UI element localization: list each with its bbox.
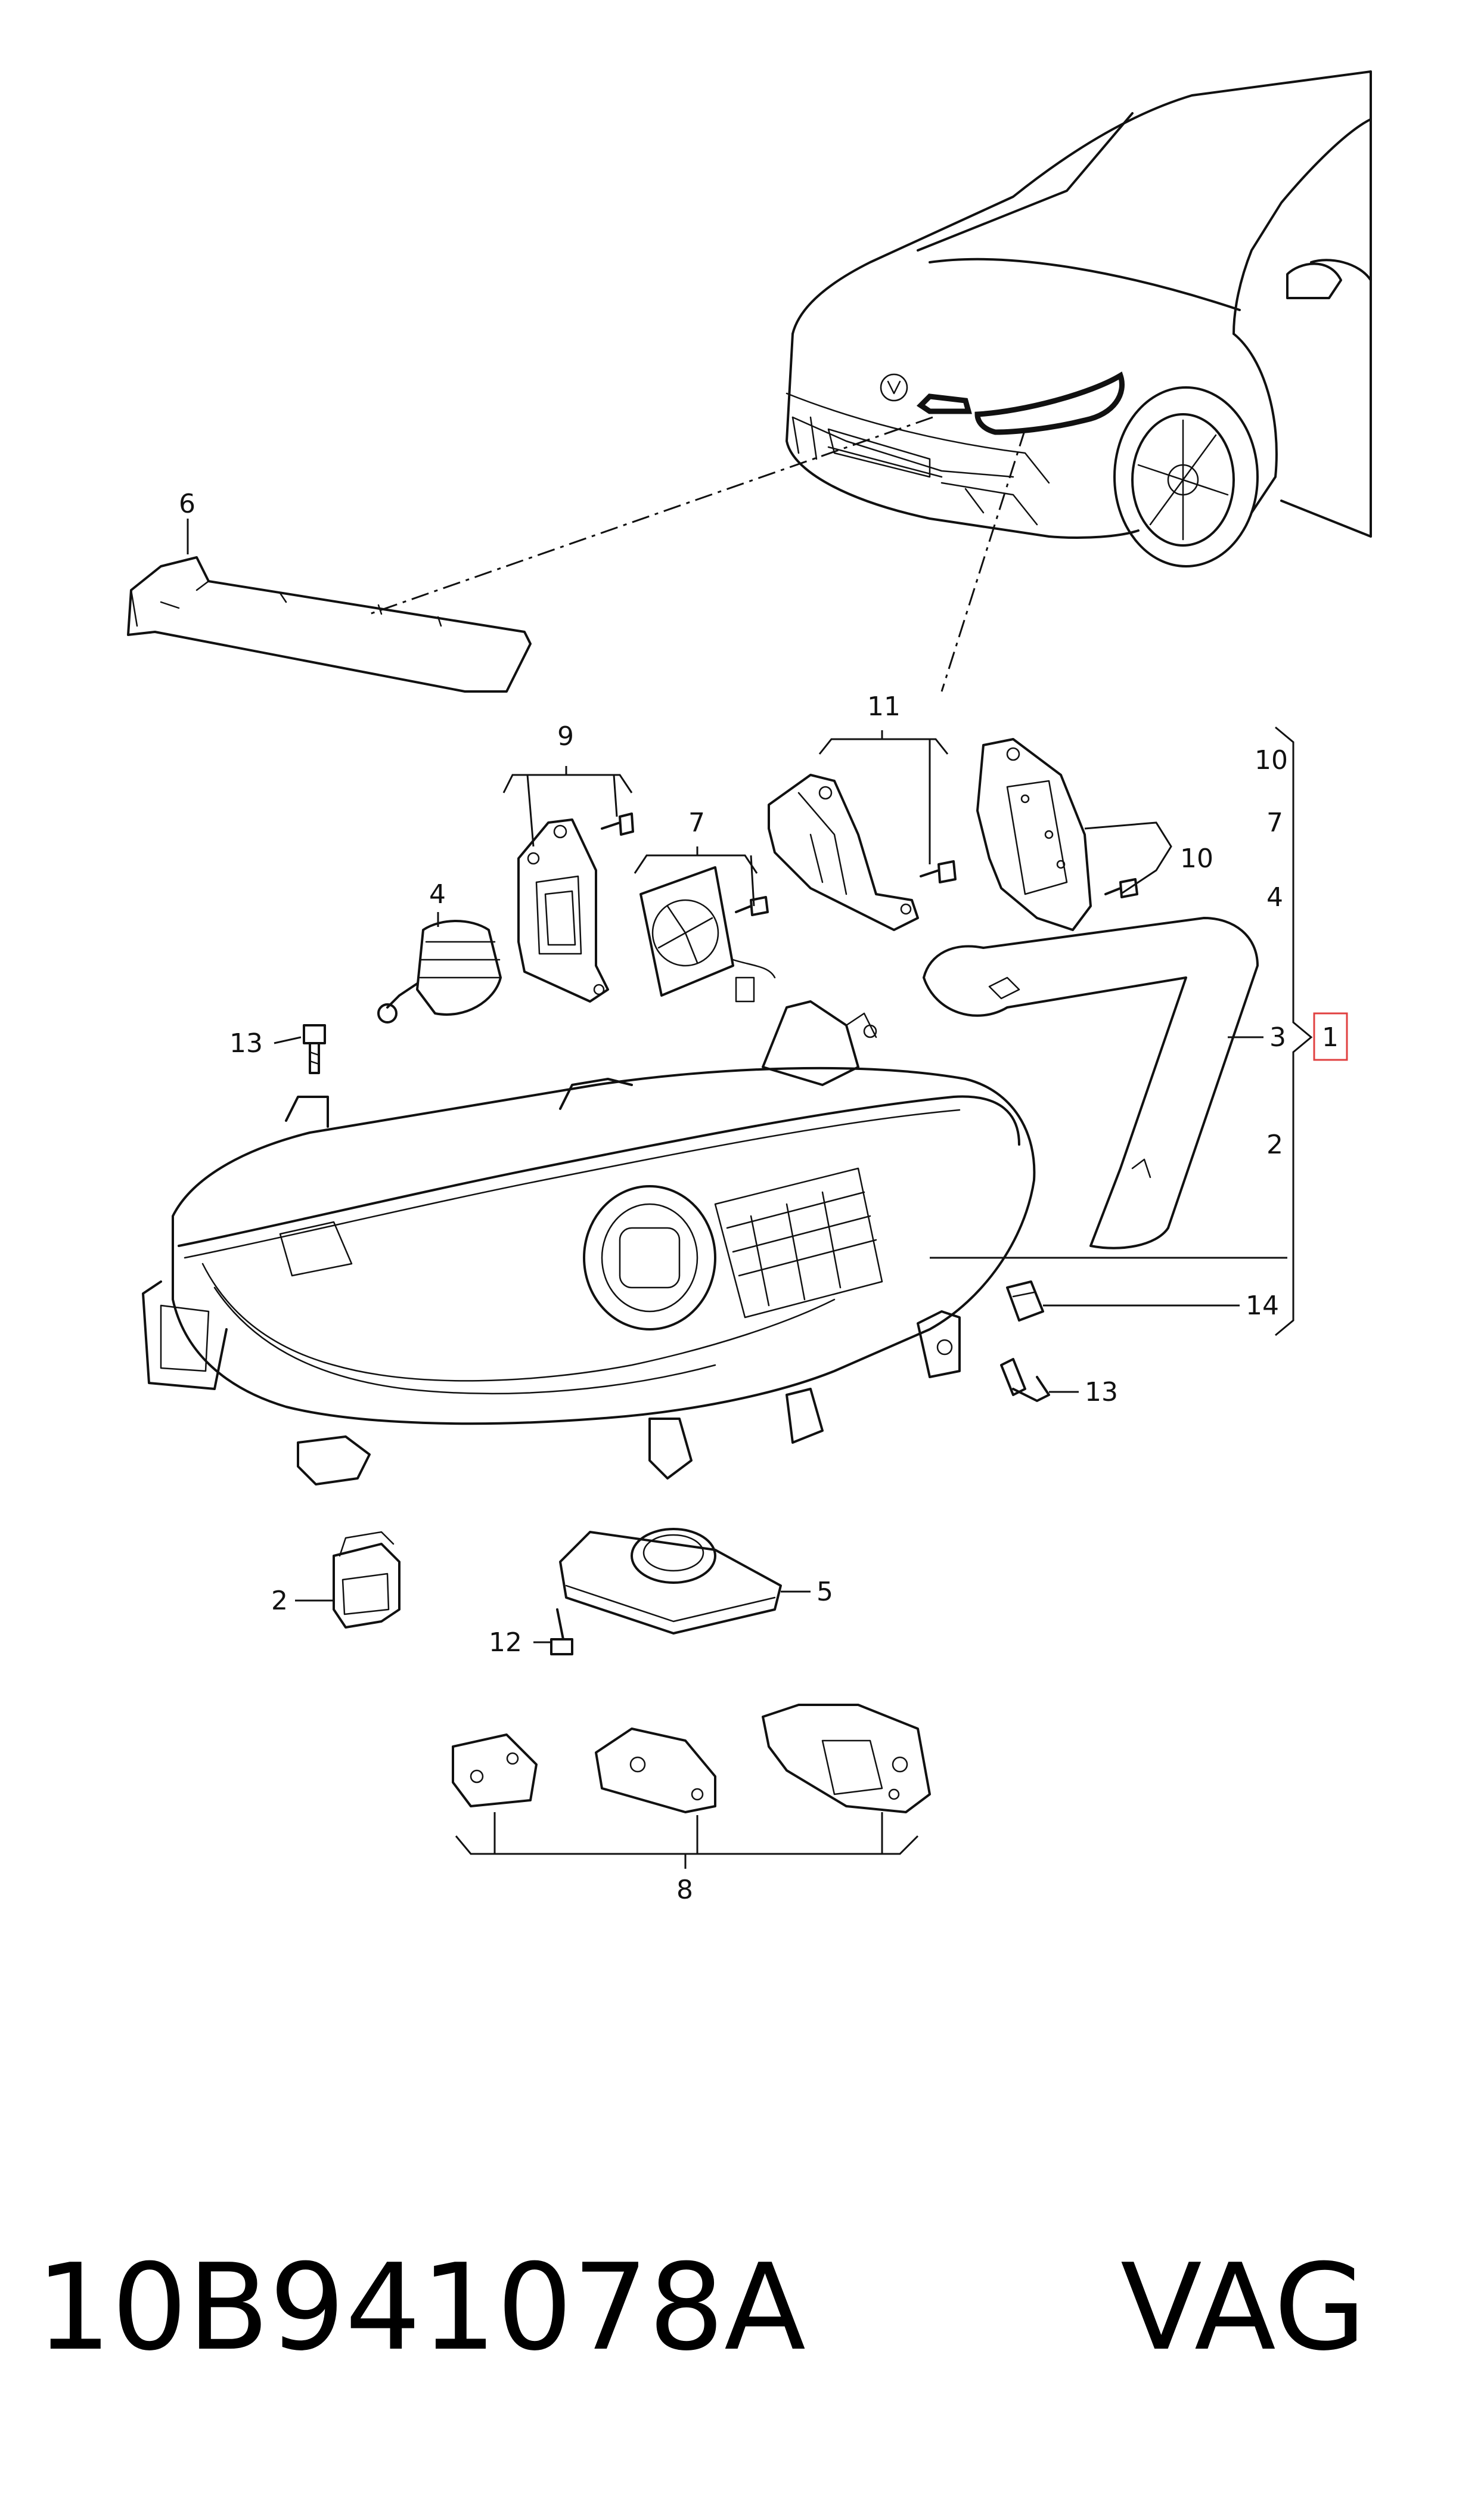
part-9-bracket: [517, 812, 634, 1003]
part-8-bracket-set: [452, 1704, 931, 1813]
part-12-screw: [550, 1608, 573, 1655]
callout-14: 14: [1246, 1291, 1279, 1321]
list-7: 7: [1266, 808, 1283, 838]
callout-6: 6: [179, 489, 195, 519]
part-13-screw-top: [303, 1024, 326, 1074]
list-4: 4: [1266, 882, 1283, 913]
callout-10-bracket: 10: [1180, 843, 1213, 874]
callout-9: 9: [557, 721, 574, 752]
leader-headlight-to-assembly: [940, 429, 1026, 692]
part-14-clip: [1006, 1280, 1044, 1322]
part-3-trim-strip: [923, 917, 1259, 1249]
callout-12: 12: [489, 1627, 522, 1658]
assembly-1-highlight-box: [1313, 1012, 1348, 1061]
callout-3: 3: [1269, 1022, 1286, 1053]
callout-8: 8: [676, 1875, 693, 1905]
callout-1: 1: [1322, 1022, 1339, 1053]
callout-2-left: 2: [271, 1586, 288, 1616]
part-4-actuator-motor: [377, 920, 502, 1024]
part-number: 10B941078A: [36, 2238, 806, 2377]
part-10-cover: [976, 738, 1138, 931]
leader-drl-to-6: [369, 416, 933, 615]
car-front-illustration: [786, 70, 1372, 567]
part-2-connector: [333, 1531, 401, 1629]
leader-lines: [187, 519, 1313, 1869]
callout-7: 7: [688, 808, 705, 838]
part-13-screw-bottom: [1000, 1358, 1050, 1402]
brand-label: VAG: [1120, 2238, 1366, 2377]
callout-4: 4: [429, 879, 446, 910]
list-10: 10: [1255, 745, 1288, 776]
callout-2-right: 2: [1266, 1130, 1283, 1160]
callout-13-bottom: 13: [1085, 1377, 1118, 1407]
part-6-light-guide: [127, 556, 532, 693]
part-7-fan: [639, 866, 776, 1003]
callout-11: 11: [867, 691, 901, 722]
callout-5: 5: [816, 1577, 833, 1607]
part-5-control-unit: [559, 1528, 782, 1635]
headlamp-housing: [142, 1000, 1036, 1485]
callout-13-top: 13: [229, 1028, 263, 1059]
part-11-bracket: [768, 774, 957, 931]
